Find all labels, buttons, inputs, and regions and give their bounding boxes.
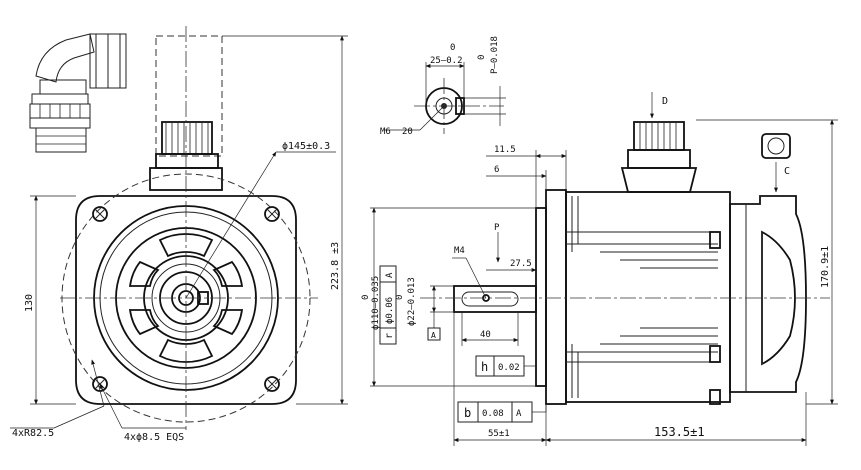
view-c-label: C bbox=[784, 166, 790, 177]
shaft-diameter-label: ϕ22–0.013 bbox=[407, 277, 417, 326]
keyway-depth-upper: 0 bbox=[477, 55, 487, 60]
datum-a-box-label: A bbox=[431, 331, 436, 340]
connector-envelope bbox=[155, 35, 223, 157]
perpendicularity-frame: r ϕ0.06 A bbox=[379, 265, 397, 345]
mounting-holes-label: 4xϕ8.5 EQS bbox=[124, 432, 184, 443]
shaft-detail-view: 0 25–0.2 0 P–0.018 M6 20 bbox=[380, 36, 506, 137]
thread-label: M6 bbox=[380, 127, 391, 137]
side-top-connector bbox=[620, 121, 698, 193]
overall-height-label: 223.8 ±3 bbox=[330, 242, 341, 290]
cooling-fins bbox=[566, 196, 721, 405]
connector-plug-sketch bbox=[29, 33, 127, 153]
runout-symbol: h bbox=[481, 360, 488, 374]
housing-square bbox=[75, 195, 297, 405]
shaft-length-label: 55±1 bbox=[488, 429, 510, 439]
pilot-diameter-label: ϕ110–0.035 bbox=[371, 276, 381, 330]
keyway-depth-label: P–0.018 bbox=[490, 36, 500, 74]
perpendicularity-symbol: r bbox=[384, 333, 395, 339]
key-offset-label: 27.5 bbox=[510, 259, 532, 269]
side-height-label: 170.9±1 bbox=[820, 246, 831, 288]
corner-radius-label: 4xR82.5 bbox=[12, 428, 54, 439]
thread-depth-label: 20 bbox=[402, 127, 413, 137]
position-value: 0.08 bbox=[482, 409, 504, 419]
keyway-width-label: 25–0.2 bbox=[430, 56, 463, 66]
motor-body bbox=[565, 191, 731, 403]
shaft-upper-label: 0 bbox=[395, 295, 405, 300]
spigot-length-label: 6 bbox=[494, 165, 499, 175]
view-d-label: D bbox=[662, 96, 668, 107]
pilot-upper-label: 0 bbox=[361, 295, 371, 300]
key-length-label: 40 bbox=[480, 330, 491, 340]
position-symbol: b bbox=[464, 406, 471, 420]
view-p-label: P bbox=[494, 223, 500, 233]
side-view: D C bbox=[361, 92, 838, 446]
face-diameter-label: ϕ145±0.3 bbox=[282, 141, 330, 152]
runout-value: 0.02 bbox=[498, 363, 520, 373]
position-datum: A bbox=[516, 409, 522, 419]
rear-connector: C bbox=[761, 133, 791, 193]
perpendicularity-datum: A bbox=[385, 272, 395, 278]
output-shaft bbox=[453, 285, 537, 313]
flange bbox=[545, 189, 567, 405]
keyway-width-upper: 0 bbox=[450, 43, 455, 53]
mounting-holes bbox=[92, 206, 280, 392]
runout-frame: h 0.02 bbox=[475, 355, 525, 377]
position-frame: b 0.08 A bbox=[457, 401, 533, 423]
thread-tap-label: M4 bbox=[454, 246, 465, 256]
front-view: ϕ145±0.3 130 223.8 ±3 4xR82.5 4xϕ8.5 EQS bbox=[10, 26, 348, 443]
body-length-label: 153.5±1 bbox=[654, 425, 705, 439]
flange-thickness-label: 11.5 bbox=[494, 145, 516, 155]
perpendicularity-value: ϕ0.06 bbox=[385, 297, 395, 324]
housing-square-label: 130 bbox=[24, 294, 35, 312]
face-ribs bbox=[128, 233, 244, 363]
